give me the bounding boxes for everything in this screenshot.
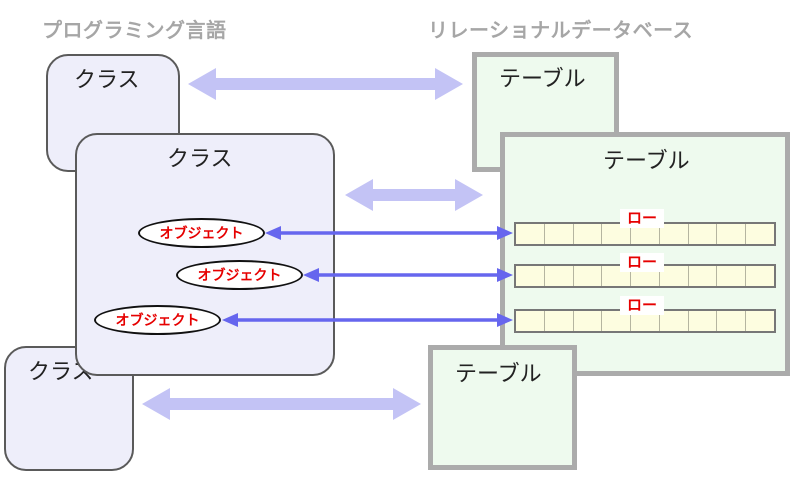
heading-relational-database: リレーショナルデータベース	[428, 18, 694, 42]
object-ellipse: オブジェクト	[176, 260, 303, 290]
object-row-arrow-1	[265, 226, 513, 240]
class-box-main: クラス	[75, 133, 335, 376]
object-row-arrow-3	[222, 313, 513, 327]
row-label: ロー	[620, 253, 665, 272]
table-label: テーブル	[603, 149, 690, 174]
table-box-bottom: テーブル	[428, 345, 577, 470]
row-label: ロー	[620, 209, 665, 228]
class-label: クラス	[167, 147, 233, 172]
object-row-arrow-2	[303, 268, 513, 282]
object-ellipse: オブジェクト	[94, 305, 221, 335]
double-arrow-bottom	[142, 388, 421, 420]
object-ellipse: オブジェクト	[138, 218, 265, 248]
double-arrow-top	[188, 68, 463, 100]
row-label: ロー	[620, 296, 665, 315]
heading-programming-language: プログラミング言語	[42, 18, 227, 42]
class-label: クラス	[74, 68, 140, 93]
double-arrow-middle	[345, 179, 483, 211]
table-label: テーブル	[455, 362, 542, 387]
table-label: テーブル	[499, 67, 586, 92]
